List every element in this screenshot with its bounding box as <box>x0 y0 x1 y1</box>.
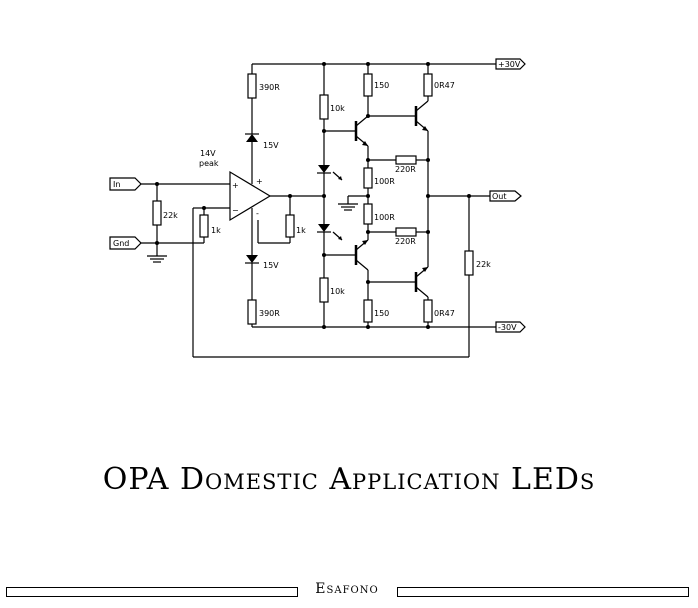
svg-text:Gnd: Gnd <box>113 239 129 248</box>
resistor-390r-bottom <box>247 299 257 325</box>
resistor-390r-top <box>247 73 257 99</box>
resistor-10k-bottom <box>319 277 329 303</box>
transistor-output-top <box>368 100 429 132</box>
transistor-output-bottom <box>368 266 429 298</box>
vminus-port: -30V <box>495 321 526 333</box>
resistor-100r-bottom <box>363 203 373 225</box>
transistor-driver-bottom <box>324 239 369 271</box>
svg-text:390R: 390R <box>259 83 280 92</box>
transistor-driver-top <box>324 115 369 147</box>
resistor-220r-bottom <box>395 227 417 237</box>
svg-text:1k: 1k <box>296 226 306 235</box>
svg-text:100R: 100R <box>374 177 395 186</box>
led-bottom <box>317 224 343 241</box>
resistor-inv-1k <box>199 214 209 238</box>
ground-symbol-input <box>147 243 167 263</box>
brand-label: Esafono <box>315 581 379 597</box>
resistor-fb-1k <box>285 214 295 238</box>
resistor-0r47-bottom <box>423 299 433 323</box>
svg-text:15V: 15V <box>263 141 279 150</box>
svg-text:15V: 15V <box>263 261 279 270</box>
page-title: OPA Domestic Application LEDs <box>102 462 596 497</box>
resistor-100r-top <box>363 167 373 189</box>
led-top <box>317 165 343 181</box>
resistor-0r47-top <box>423 73 433 97</box>
footer-bar-right <box>397 587 689 597</box>
svg-text:+: + <box>256 177 263 186</box>
svg-text:−: − <box>232 206 239 215</box>
svg-text:1k: 1k <box>211 226 221 235</box>
svg-text:22k: 22k <box>476 260 491 269</box>
resistor-10k-top <box>319 94 329 120</box>
footer-bar-left <box>6 587 298 597</box>
resistor-150-bottom <box>363 299 373 323</box>
ground-symbol-mid <box>338 195 368 211</box>
svg-text:220R: 220R <box>395 165 416 174</box>
opamp-note-2: peak <box>199 159 219 168</box>
resistor-input-22k <box>152 200 162 226</box>
resistor-feedback-22k <box>464 250 474 276</box>
svg-text:22k: 22k <box>163 211 178 220</box>
svg-text:Out: Out <box>492 192 507 201</box>
svg-text:-30V: -30V <box>498 323 517 332</box>
svg-text:150: 150 <box>374 309 389 318</box>
svg-text:0R47: 0R47 <box>434 309 455 318</box>
opamp-note-1: 14V <box>200 149 216 158</box>
svg-text:100R: 100R <box>374 213 395 222</box>
svg-text:10k: 10k <box>330 287 345 296</box>
amplifier-schematic: +30V -30V In Gnd 22k + - + − 14V peak <box>109 58 526 358</box>
gnd-port: Gnd <box>109 236 142 250</box>
opamp-symbol: + - + − <box>229 170 272 222</box>
in-port: In <box>109 177 142 191</box>
svg-text:0R47: 0R47 <box>434 81 455 90</box>
svg-text:150: 150 <box>374 81 389 90</box>
svg-text:+: + <box>232 181 239 190</box>
svg-text:10k: 10k <box>330 104 345 113</box>
zener-top <box>245 133 259 142</box>
svg-text:390R: 390R <box>259 309 280 318</box>
resistor-220r-top <box>395 155 417 165</box>
out-port: Out <box>489 190 522 202</box>
resistor-150-top <box>363 73 373 97</box>
zener-bottom <box>245 255 259 264</box>
svg-text:220R: 220R <box>395 237 416 246</box>
vplus-port: +30V <box>495 58 526 70</box>
svg-text:-: - <box>256 209 259 218</box>
svg-text:+30V: +30V <box>498 60 521 69</box>
footer-banner: Esafono <box>0 581 698 604</box>
svg-text:In: In <box>113 180 120 189</box>
